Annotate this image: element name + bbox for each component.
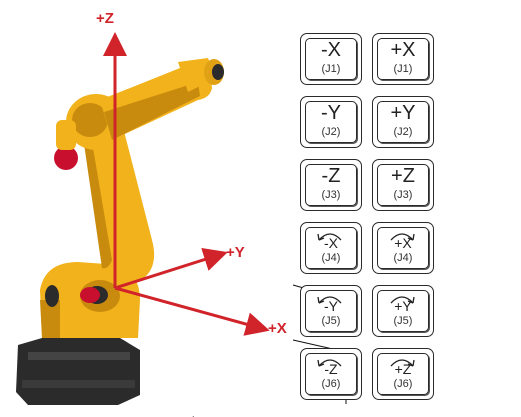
y-axis-label: +Y	[226, 244, 245, 261]
key-joint-label: (J5)	[393, 315, 413, 327]
key-joint-label: (J2)	[321, 126, 341, 138]
jog-key-minus-rz-j6[interactable]: -Z (J6)	[300, 348, 362, 400]
key-axis-label: +Y	[394, 298, 412, 314]
key-joint-label: (J6)	[321, 378, 341, 390]
key-joint-label: (J1)	[393, 63, 413, 75]
key-axis-label: -X	[324, 235, 338, 251]
x-axis-arrow	[114, 286, 270, 336]
key-joint-label: (J4)	[393, 252, 413, 264]
svg-text:.: .	[192, 409, 195, 417]
key-axis-label: -X	[321, 39, 341, 61]
rotate-ccw-icon	[317, 296, 342, 304]
rotate-ccw-icon	[317, 359, 342, 367]
y-axis-arrow	[114, 248, 228, 290]
key-axis-label: -Z	[321, 165, 341, 187]
key-joint-label: (J2)	[393, 126, 413, 138]
key-joint-label: (J3)	[393, 189, 413, 201]
key-axis-label: +Z	[394, 361, 412, 377]
key-axis-label: +X	[390, 39, 416, 61]
key-axis-label: +X	[394, 235, 412, 251]
jog-key-plus-rx-j4[interactable]: +X (J4)	[372, 222, 434, 274]
key-joint-label: (J3)	[321, 189, 341, 201]
key-axis-label: +Y	[390, 102, 416, 124]
jog-key-minus-z-j3[interactable]: -Z (J3)	[300, 159, 362, 211]
key-axis-label: +Z	[391, 165, 415, 187]
jog-key-plus-rz-j6[interactable]: +Z (J6)	[372, 348, 434, 400]
jog-key-minus-y-j2[interactable]: -Y (J2)	[300, 96, 362, 148]
jog-key-plus-z-j3[interactable]: +Z (J3)	[372, 159, 434, 211]
rotate-cw-icon	[390, 359, 415, 367]
key-axis-label: -Z	[324, 361, 338, 377]
robot-arm-illustration	[16, 58, 224, 405]
x-axis-label: +X	[268, 320, 287, 337]
jog-key-plus-x-j1[interactable]: +X (J1)	[372, 33, 434, 85]
rotate-cw-icon	[390, 233, 415, 241]
key-axis-label: -Y	[321, 102, 341, 124]
jog-key-minus-x-j1[interactable]: -X (J1)	[300, 33, 362, 85]
rotate-cw-icon	[390, 296, 415, 304]
key-joint-label: (J5)	[321, 315, 341, 327]
key-joint-label: (J1)	[321, 63, 341, 75]
rotate-ccw-icon	[317, 233, 342, 241]
jog-key-plus-y-j2[interactable]: +Y (J2)	[372, 96, 434, 148]
jog-key-plus-ry-j5[interactable]: +Y (J5)	[372, 285, 434, 337]
coordinate-axes	[103, 32, 270, 336]
key-axis-label: -Y	[324, 298, 338, 314]
key-joint-label: (J6)	[393, 378, 413, 390]
jog-key-minus-ry-j5[interactable]: -Y (J5)	[300, 285, 362, 337]
key-joint-label: (J4)	[321, 252, 341, 264]
z-axis-label: +Z	[96, 10, 114, 27]
jog-key-minus-rx-j4[interactable]: -X (J4)	[300, 222, 362, 274]
